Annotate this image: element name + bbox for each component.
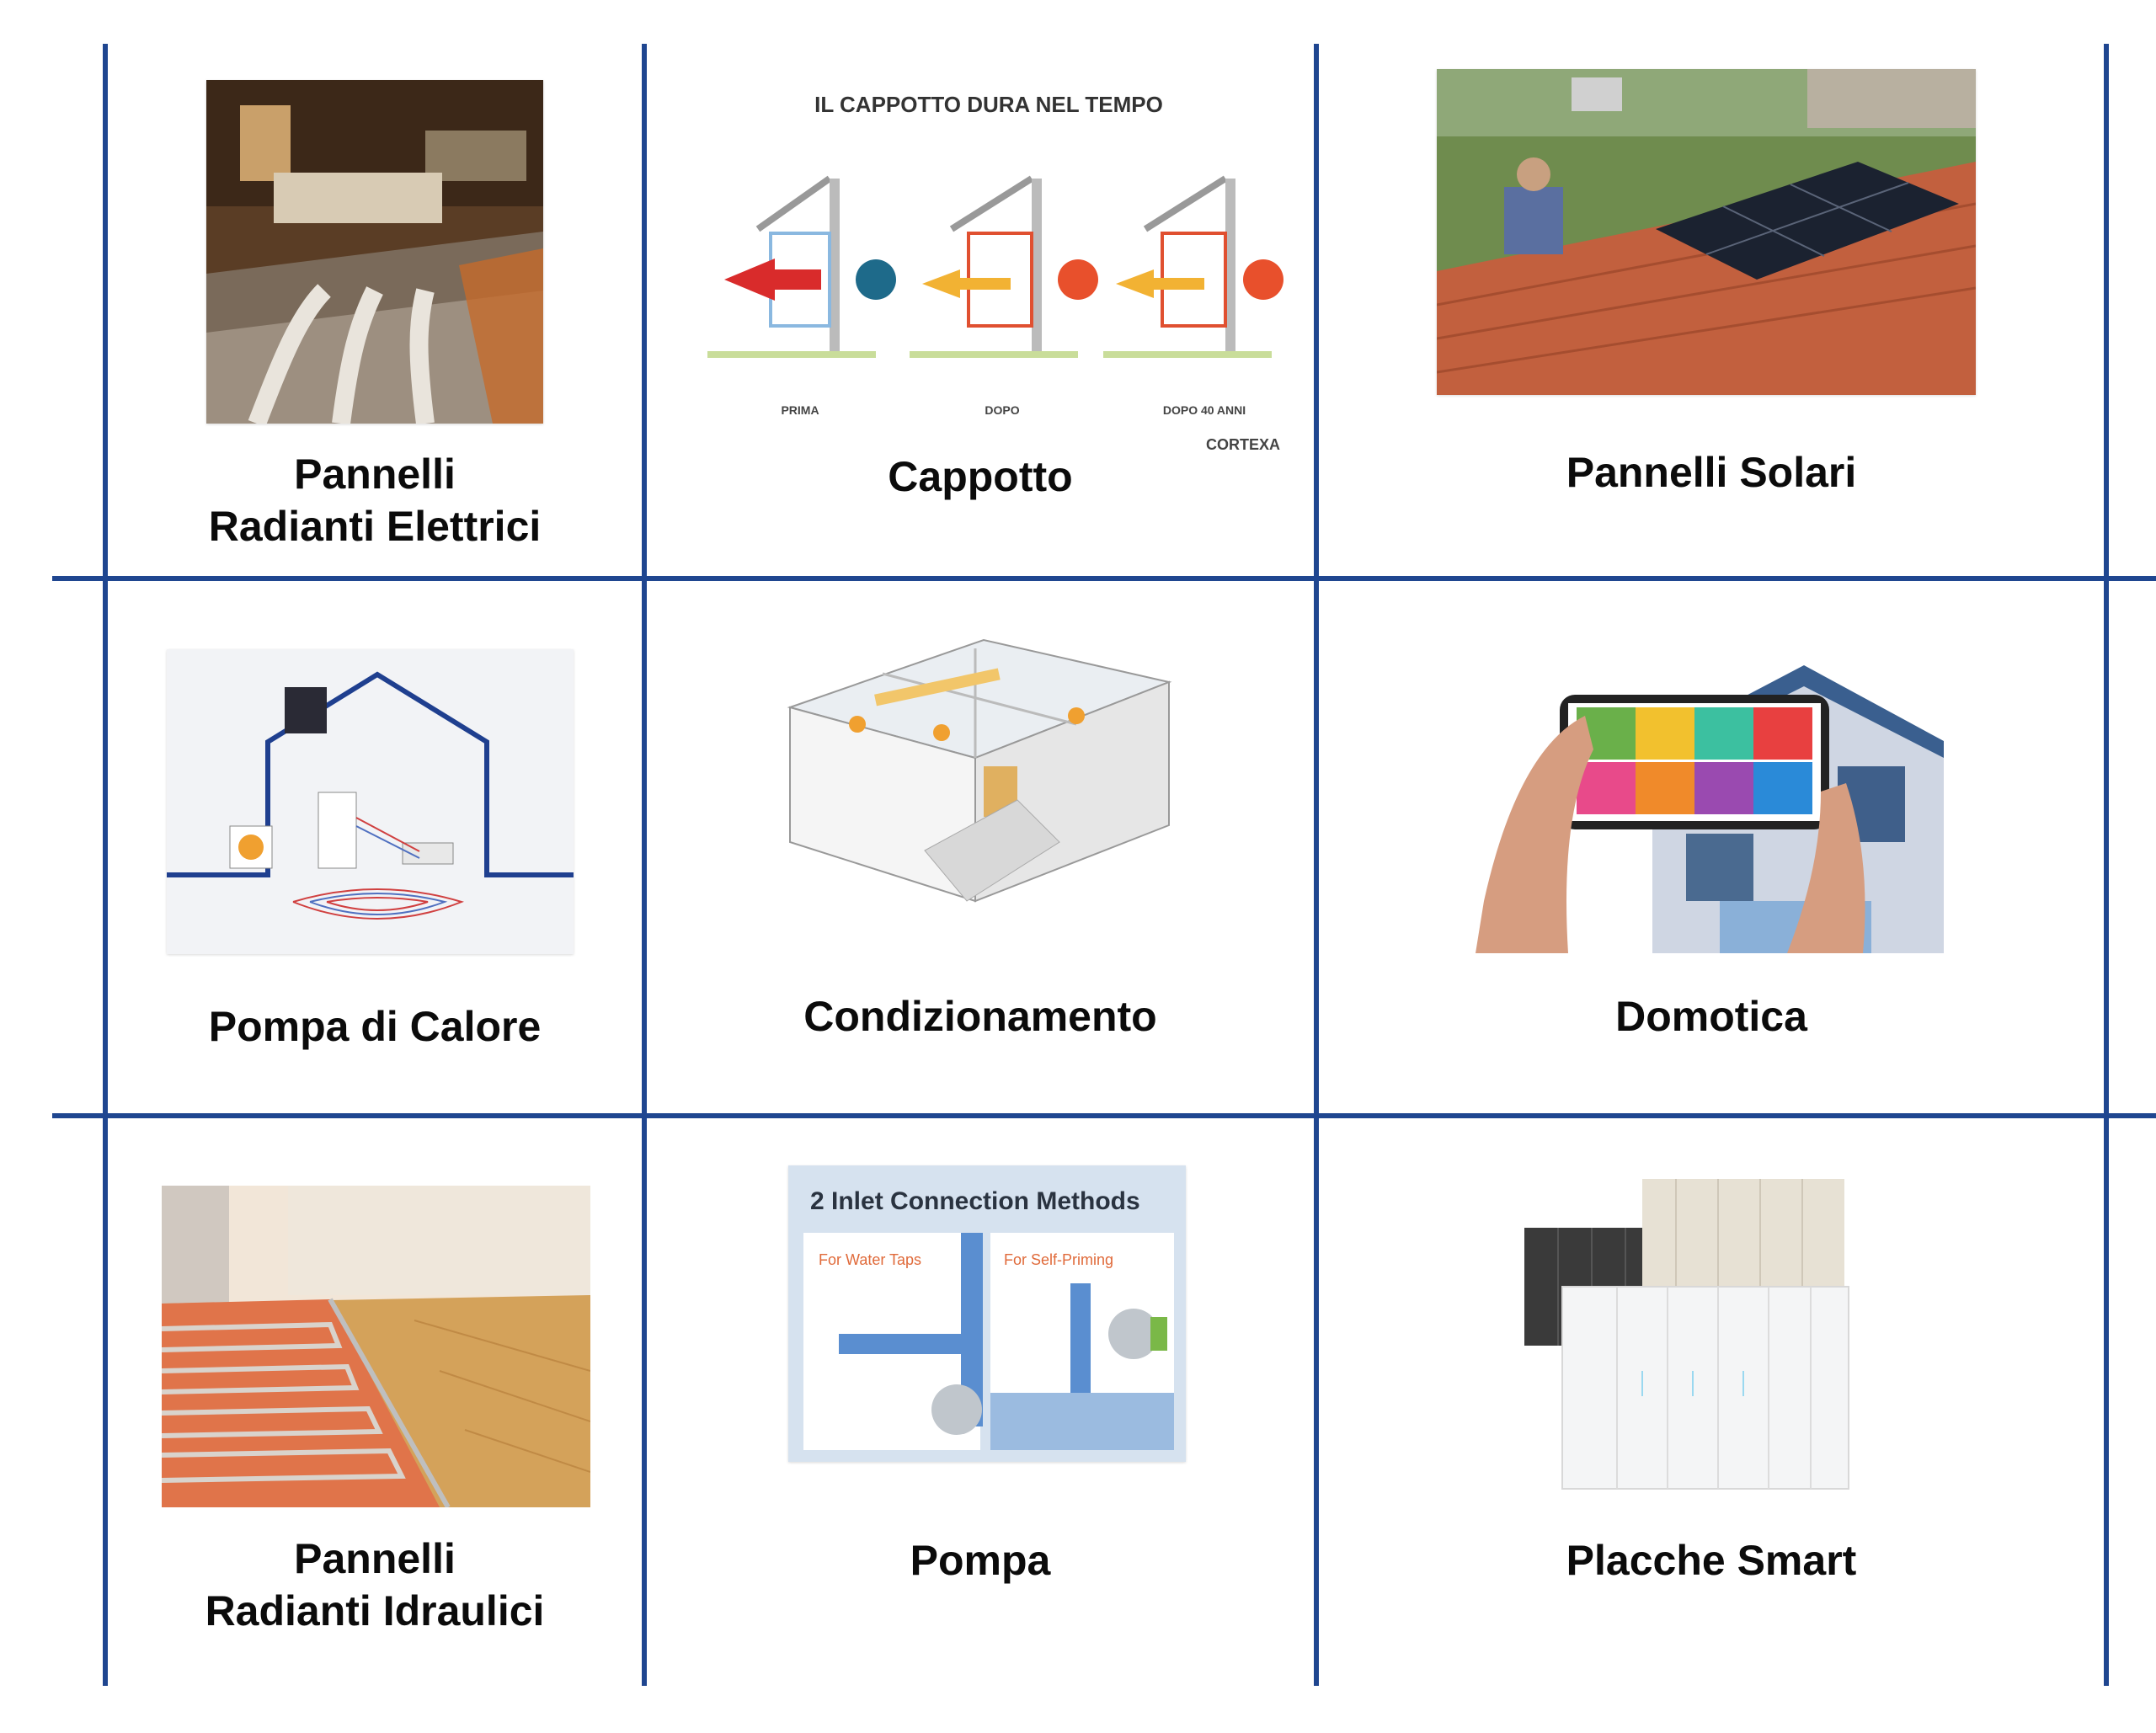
hydraulic-floor-heating-image bbox=[162, 1186, 590, 1507]
tile-cappotto[interactable]: IL CAPPOTTO DURA NEL TEMPO PRIMA DOPO bbox=[647, 44, 1314, 576]
tile-caption: Condizionamento bbox=[803, 993, 1157, 1040]
cappotto-image-title: IL CAPPOTTO DURA NEL TEMPO bbox=[814, 92, 1163, 117]
solar-panels-image bbox=[1437, 69, 1976, 395]
tile-pannelli-radianti-idraulici[interactable]: Pannelli Radianti Idraulici bbox=[108, 1118, 642, 1686]
tile-condizionamento[interactable]: Condizionamento bbox=[647, 581, 1314, 1113]
label-dopo: DOPO bbox=[985, 403, 1019, 417]
tile-pompa[interactable]: 2 Inlet Connection Methods For Water Tap… bbox=[647, 1118, 1314, 1686]
grid-vline-2 bbox=[642, 44, 647, 1686]
tile-pompa-di-calore[interactable]: Pompa di Calore bbox=[108, 581, 642, 1113]
cortexa-logo: CORTEXA bbox=[1206, 436, 1280, 453]
grid-vline-3 bbox=[1314, 44, 1319, 1686]
tile-caption: Pannelli Solari bbox=[1566, 449, 1857, 496]
tile-caption: Cappotto bbox=[888, 453, 1073, 500]
label-dopo-40: DOPO 40 ANNI bbox=[1163, 403, 1246, 417]
tile-caption: Placche Smart bbox=[1566, 1537, 1857, 1584]
tile-caption: Domotica bbox=[1615, 993, 1807, 1040]
grid-hline-1 bbox=[52, 576, 2156, 581]
smart-switch-plates-image bbox=[1516, 1177, 1870, 1497]
tile-caption: Pompa bbox=[910, 1537, 1051, 1584]
tile-caption: Pompa di Calore bbox=[208, 1003, 542, 1050]
home-automation-phone-image bbox=[1467, 648, 1944, 953]
label-self-priming: For Self-Priming bbox=[1004, 1251, 1113, 1268]
grid-vline-1 bbox=[103, 44, 108, 1686]
grid-hline-2 bbox=[52, 1113, 2156, 1118]
house-after: DOPO bbox=[910, 175, 1098, 417]
tile-placche-smart[interactable]: Placche Smart bbox=[1319, 1118, 2104, 1686]
pump-diagram-image: 2 Inlet Connection Methods For Water Tap… bbox=[788, 1165, 1186, 1462]
electric-floor-heating-image bbox=[206, 80, 543, 424]
grid-vline-4 bbox=[2104, 44, 2109, 1686]
label-prima: PRIMA bbox=[781, 403, 819, 417]
heat-pump-diagram-image bbox=[167, 649, 574, 954]
cappotto-diagram-image: IL CAPPOTTO DURA NEL TEMPO PRIMA DOPO bbox=[707, 86, 1289, 465]
pump-image-title: 2 Inlet Connection Methods bbox=[810, 1187, 1140, 1215]
air-conditioning-diagram-image bbox=[765, 632, 1186, 918]
tile-caption: Pannelli Radianti Idraulici bbox=[205, 1535, 545, 1634]
house-before: PRIMA bbox=[707, 175, 896, 417]
tile-caption: Pannelli Radianti Elettrici bbox=[208, 451, 542, 550]
label-water-taps: For Water Taps bbox=[819, 1251, 921, 1268]
tile-pannelli-radianti-elettrici[interactable]: Pannelli Radianti Elettrici bbox=[108, 44, 642, 576]
tile-pannelli-solari[interactable]: Pannelli Solari bbox=[1319, 44, 2104, 576]
tile-domotica[interactable]: Domotica bbox=[1319, 581, 2104, 1113]
house-after-40: DOPO 40 ANNI bbox=[1103, 175, 1283, 417]
